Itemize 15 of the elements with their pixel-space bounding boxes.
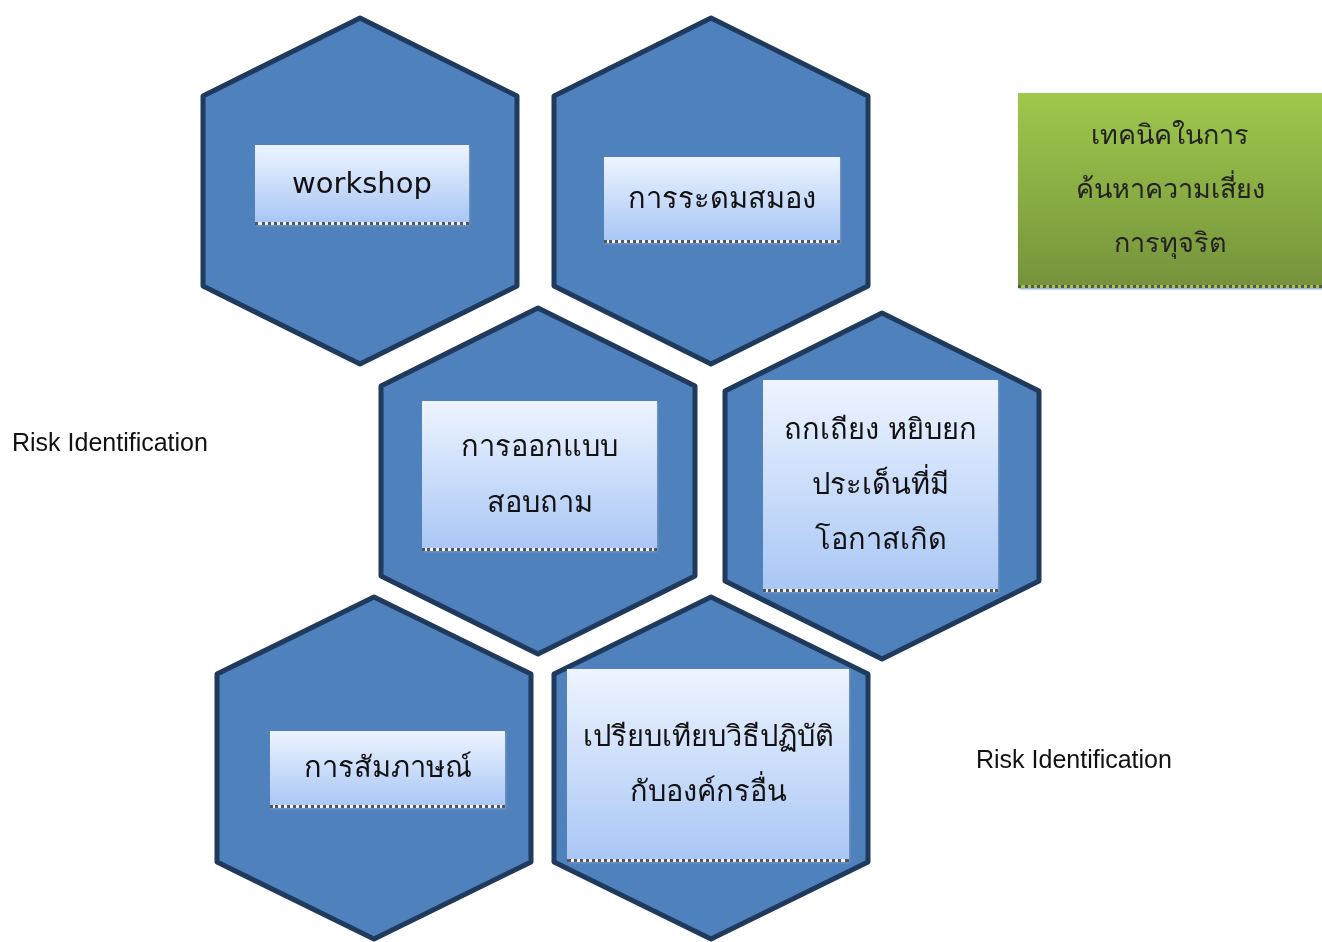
text-box: workshop — [255, 145, 469, 225]
hexagon-shape — [722, 310, 1042, 662]
side-label: Risk Identification — [976, 745, 1172, 774]
side-label: Risk Identification — [12, 428, 208, 457]
text-box: การระดมสมอง — [604, 157, 840, 243]
title-box: เทคนิคในการค้นหาความเสี่ยงการทุจริต — [1018, 93, 1322, 288]
hexagon-shape — [551, 15, 871, 367]
text-box: เปรียบเทียบวิธีปฏิบัติกับองค์กรอื่น — [567, 669, 849, 862]
hexagon-shape — [214, 594, 534, 942]
hexagon-shape — [378, 305, 698, 657]
text-box: การสัมภาษณ์ — [270, 731, 505, 808]
text-box: การออกแบบสอบถาม — [422, 401, 657, 551]
hexagon-shape — [551, 594, 871, 942]
hexagon-shape — [200, 15, 520, 367]
text-box: ถกเถียง หยิบยกประเด็นที่มีโอกาสเกิด — [763, 380, 998, 592]
